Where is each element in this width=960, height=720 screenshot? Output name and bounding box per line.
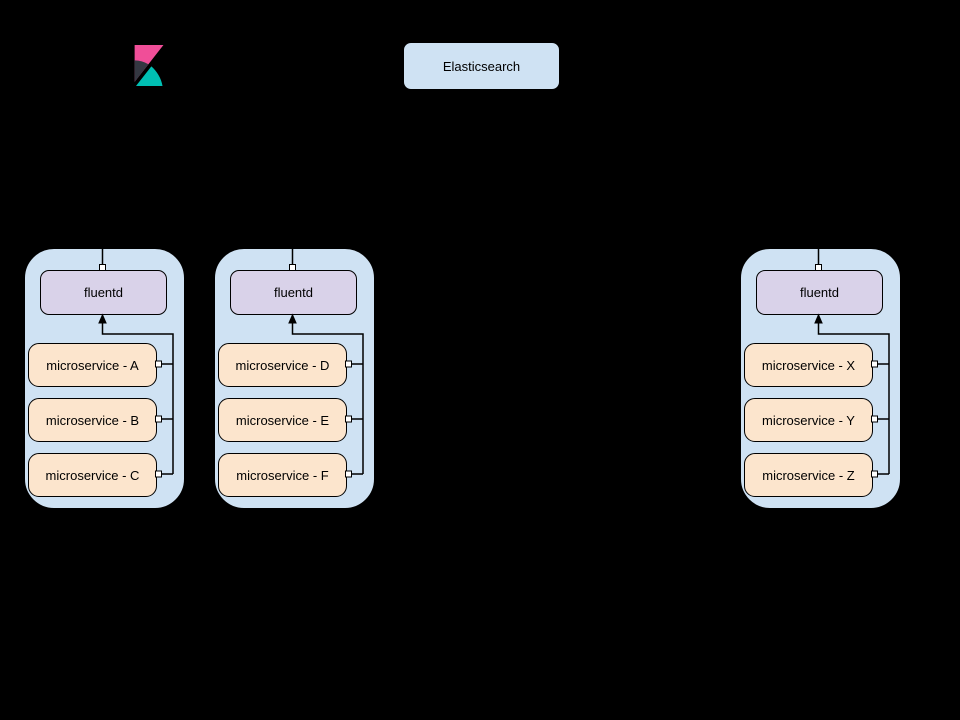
node-group-3: fluentd microservice - X microservice - … [740, 248, 901, 509]
node-group-1: fluentd microservice - A microservice - … [24, 248, 185, 509]
microservice-label: microservice - Y [762, 412, 855, 428]
kibana-logo-icon [134, 45, 164, 86]
microservice-label: microservice - B [45, 412, 140, 428]
microservice-label: microservice - X [761, 357, 856, 373]
microservice-node: microservice - Y [744, 398, 873, 442]
fluentd-label: fluentd [273, 285, 314, 300]
microservice-node: microservice - X [744, 343, 873, 387]
microservice-node: microservice - B [28, 398, 157, 442]
microservice-node: microservice - Z [744, 453, 873, 497]
fluentd-label: fluentd [799, 285, 840, 300]
microservice-label: microservice - F [236, 467, 329, 483]
microservice-node: microservice - A [28, 343, 157, 387]
microservice-node: microservice - D [218, 343, 347, 387]
microservice-label: microservice - E [235, 412, 330, 428]
microservice-node: microservice - E [218, 398, 347, 442]
microservice-label: microservice - C [45, 467, 140, 483]
microservice-label: microservice - Z [762, 467, 855, 483]
microservice-label: microservice - A [46, 357, 139, 373]
elasticsearch-label: Elasticsearch [442, 58, 521, 74]
microservice-node: microservice - F [218, 453, 347, 497]
fluentd-label: fluentd [83, 285, 124, 300]
fluentd-node: fluentd [40, 270, 167, 315]
microservice-label: microservice - D [235, 357, 330, 373]
elasticsearch-node: Elasticsearch [403, 42, 560, 90]
fluentd-node: fluentd [230, 270, 357, 315]
fluentd-node: fluentd [756, 270, 883, 315]
node-group-2: fluentd microservice - D microservice - … [214, 248, 375, 509]
microservice-node: microservice - C [28, 453, 157, 497]
